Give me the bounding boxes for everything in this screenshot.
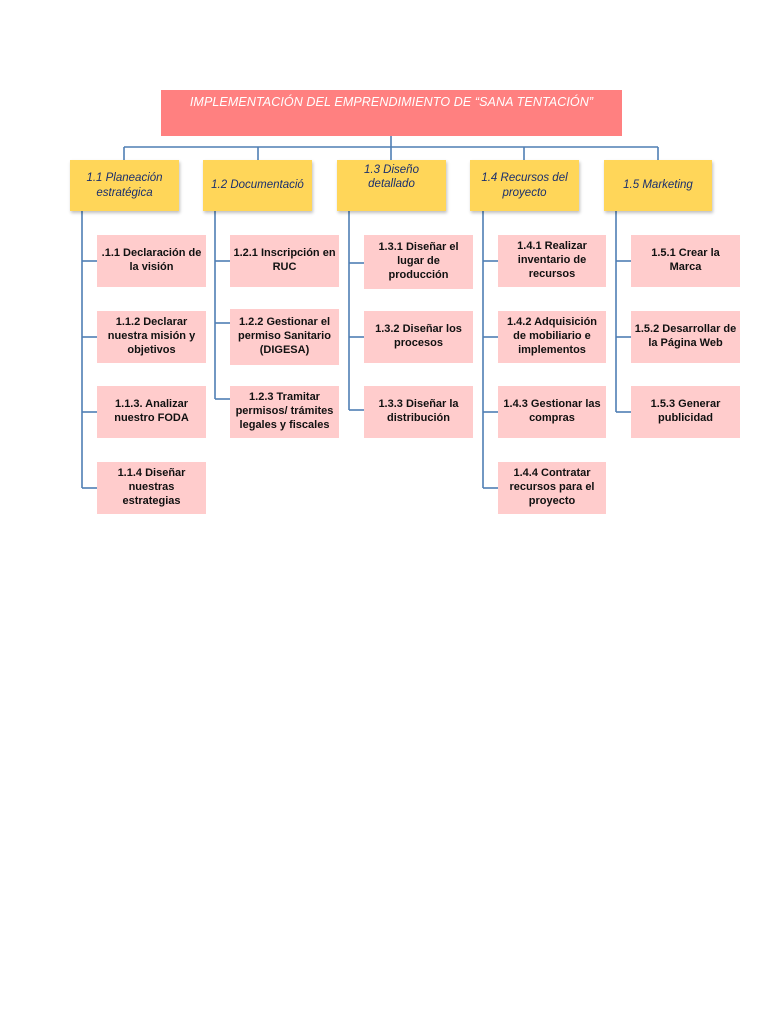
branch-node-planeacion: 1.1 Planeación estratégica (70, 160, 179, 211)
task-node-1-1-3: 1.1.3. Analizar nuestro FODA (97, 386, 206, 438)
task-node-1-5-1: 1.5.1 Crear la Marca (631, 235, 740, 287)
root-node-label: IMPLEMENTACIÓN DEL EMPRENDIMIENTO DE “SA… (189, 95, 594, 109)
task-node-label: 1.2.2 Gestionar el permiso Sanitario (DI… (238, 316, 331, 356)
task-node-label: 1.2.3 Tramitar permisos/ trámites legale… (235, 391, 334, 431)
task-node-label: 1.4.2 Adquisición de mobiliario e implem… (506, 316, 598, 356)
task-node-label: 1.3.2 Diseñar los procesos (375, 323, 462, 349)
branch-node-label: 1.3 Diseño detallado (364, 164, 419, 191)
task-node-label: 1.4.1 Realizar inventario de recursos (517, 240, 587, 280)
branch-node-diseno: 1.3 Diseño detallado (337, 160, 446, 211)
task-node-1-3-3: 1.3.3 Diseñar la distribución (364, 386, 473, 438)
task-node-1-2-3: 1.2.3 Tramitar permisos/ trámites legale… (230, 386, 339, 438)
task-node-label: 1.3.1 Diseñar el lugar de producción (378, 241, 459, 281)
task-node-label: 1.1.2 Declarar nuestra misión y objetivo… (107, 316, 196, 356)
branch-node-recursos: 1.4 Recursos del proyecto (470, 160, 579, 211)
task-node-1-1-2: 1.1.2 Declarar nuestra misión y objetivo… (97, 311, 206, 363)
task-node-label: 1.4.3 Gestionar las compras (503, 398, 601, 424)
task-node-1-1-1: .1.1 Declaración de la visión (97, 235, 206, 287)
task-node-label: 1.5.2 Desarrollar de la Página Web (634, 323, 737, 349)
task-node-1-2-2: 1.2.2 Gestionar el permiso Sanitario (DI… (230, 309, 339, 365)
task-node-label: 1.1.4 Diseñar nuestras estrategias (117, 467, 186, 507)
branch-node-label: 1.1 Planeación estratégica (86, 172, 163, 199)
task-node-1-4-4: 1.4.4 Contratar recursos para el proyect… (498, 462, 606, 514)
task-node-1-4-3: 1.4.3 Gestionar las compras (498, 386, 606, 438)
task-node-1-2-1: 1.2.1 Inscripción en RUC (230, 235, 339, 287)
branch-node-label: 1.5 Marketing (623, 179, 693, 192)
task-node-label: 1.4.4 Contratar recursos para el proyect… (509, 467, 595, 507)
branch-node-label: 1.4 Recursos del proyecto (481, 172, 568, 199)
task-node-1-3-1: 1.3.1 Diseñar el lugar de producción (364, 235, 473, 289)
task-node-label: 1.3.3 Diseñar la distribución (378, 398, 459, 424)
task-node-label: .1.1 Declaración de la visión (101, 247, 202, 273)
task-node-1-3-2: 1.3.2 Diseñar los procesos (364, 311, 473, 363)
task-node-1-4-2: 1.4.2 Adquisición de mobiliario e implem… (498, 311, 606, 363)
task-node-label: 1.1.3. Analizar nuestro FODA (114, 398, 189, 424)
branch-node-label: 1.2 Documentació (211, 179, 304, 192)
task-node-1-5-3: 1.5.3 Generar publicidad (631, 386, 740, 438)
task-node-1-5-2: 1.5.2 Desarrollar de la Página Web (631, 311, 740, 363)
task-node-1-4-1: 1.4.1 Realizar inventario de recursos (498, 235, 606, 287)
task-node-label: 1.5.1 Crear la Marca (651, 247, 720, 273)
branch-node-documentacion: 1.2 Documentació (203, 160, 312, 211)
task-node-label: 1.2.1 Inscripción en RUC (233, 247, 336, 273)
task-node-1-1-4: 1.1.4 Diseñar nuestras estrategias (97, 462, 206, 514)
branch-node-marketing: 1.5 Marketing (604, 160, 712, 211)
root-node: IMPLEMENTACIÓN DEL EMPRENDIMIENTO DE “SA… (161, 90, 622, 136)
task-node-label: 1.5.3 Generar publicidad (650, 398, 721, 424)
